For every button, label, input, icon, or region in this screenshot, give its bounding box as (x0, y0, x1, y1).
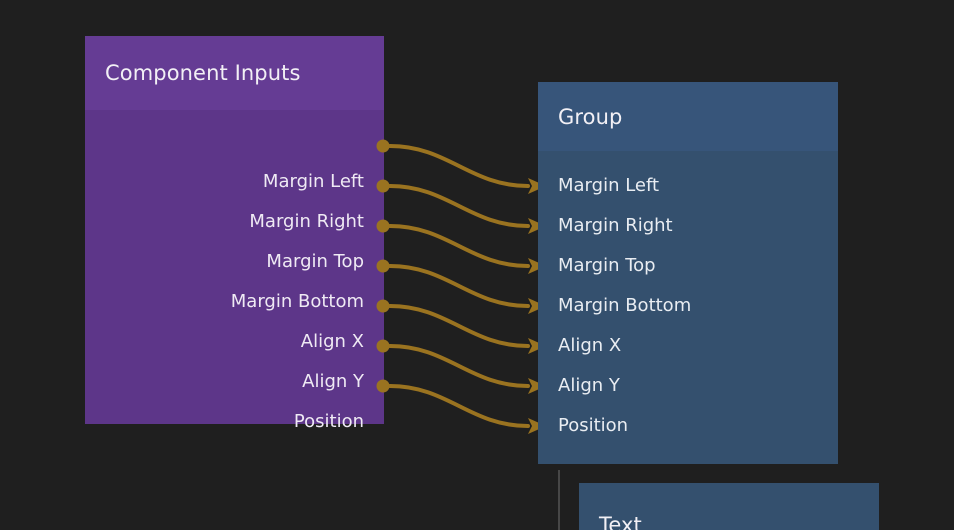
node-group-body: Margin Left Margin Right Margin Top Marg… (538, 151, 838, 464)
port-dot-align-x[interactable] (376, 299, 390, 313)
input-port-label: Position (558, 415, 629, 436)
node-component-inputs[interactable]: Component Inputs Margin Left Margin Righ… (85, 36, 384, 432)
node-text[interactable]: Text (579, 483, 879, 530)
wire-margin-top[interactable] (388, 224, 546, 274)
node-group[interactable]: Group Margin Left Margin Right Margin To… (538, 82, 838, 464)
input-port-label: Margin Right (558, 215, 673, 236)
output-port-align-x[interactable]: Align X (301, 332, 364, 352)
node-component-inputs-title: Component Inputs (105, 61, 301, 85)
wire-margin-right[interactable] (388, 184, 546, 234)
output-port-margin-bottom[interactable]: Margin Bottom (231, 292, 364, 312)
wire-margin-bottom[interactable] (388, 264, 546, 314)
input-port-margin-top[interactable]: Margin Top (558, 256, 656, 276)
node-group-header[interactable]: Group (538, 82, 838, 151)
input-port-margin-left[interactable]: Margin Left (558, 176, 659, 196)
port-dot-margin-top[interactable] (376, 219, 390, 233)
port-dot-margin-left[interactable] (376, 139, 390, 153)
output-port-label: Margin Top (266, 251, 364, 272)
wire-margin-left[interactable] (388, 144, 546, 194)
output-port-label: Align Y (302, 371, 364, 392)
output-port-align-y[interactable]: Align Y (302, 372, 364, 392)
output-port-margin-top[interactable]: Margin Top (266, 252, 364, 272)
node-component-inputs-body: Margin Left Margin Right Margin Top Marg… (85, 110, 384, 432)
output-port-margin-right[interactable]: Margin Right (249, 212, 364, 232)
input-port-align-y[interactable]: Align Y (558, 376, 620, 396)
input-port-label: Align X (558, 335, 622, 356)
output-port-label: Align X (300, 331, 364, 352)
input-port-margin-bottom[interactable]: Margin Bottom (558, 296, 691, 316)
input-port-label: Margin Left (558, 175, 660, 196)
input-port-label: Margin Bottom (558, 295, 692, 316)
node-text-title: Text (599, 513, 642, 530)
output-port-label: Margin Right (249, 211, 364, 232)
output-port-label: Position (293, 411, 364, 432)
output-port-label: Margin Bottom (230, 291, 364, 312)
wire-align-x[interactable] (388, 304, 546, 354)
tree-guide-line (558, 470, 560, 530)
input-port-margin-right[interactable]: Margin Right (558, 216, 673, 236)
port-dot-align-y[interactable] (376, 339, 390, 353)
port-dot-margin-bottom[interactable] (376, 259, 390, 273)
input-port-label: Align Y (558, 375, 620, 396)
port-dot-position[interactable] (376, 379, 390, 393)
node-text-header[interactable]: Text (579, 483, 879, 530)
input-port-align-x[interactable]: Align X (558, 336, 621, 356)
wire-align-y[interactable] (388, 344, 546, 394)
port-dot-margin-right[interactable] (376, 179, 390, 193)
wire-position[interactable] (388, 384, 546, 434)
output-port-position[interactable]: Position (294, 412, 364, 432)
output-port-margin-left[interactable]: Margin Left (263, 172, 364, 192)
output-port-label: Margin Left (262, 171, 364, 192)
input-port-position[interactable]: Position (558, 416, 628, 436)
node-component-inputs-header[interactable]: Component Inputs (85, 36, 384, 110)
input-port-label: Margin Top (558, 255, 656, 276)
node-group-title: Group (558, 104, 623, 129)
